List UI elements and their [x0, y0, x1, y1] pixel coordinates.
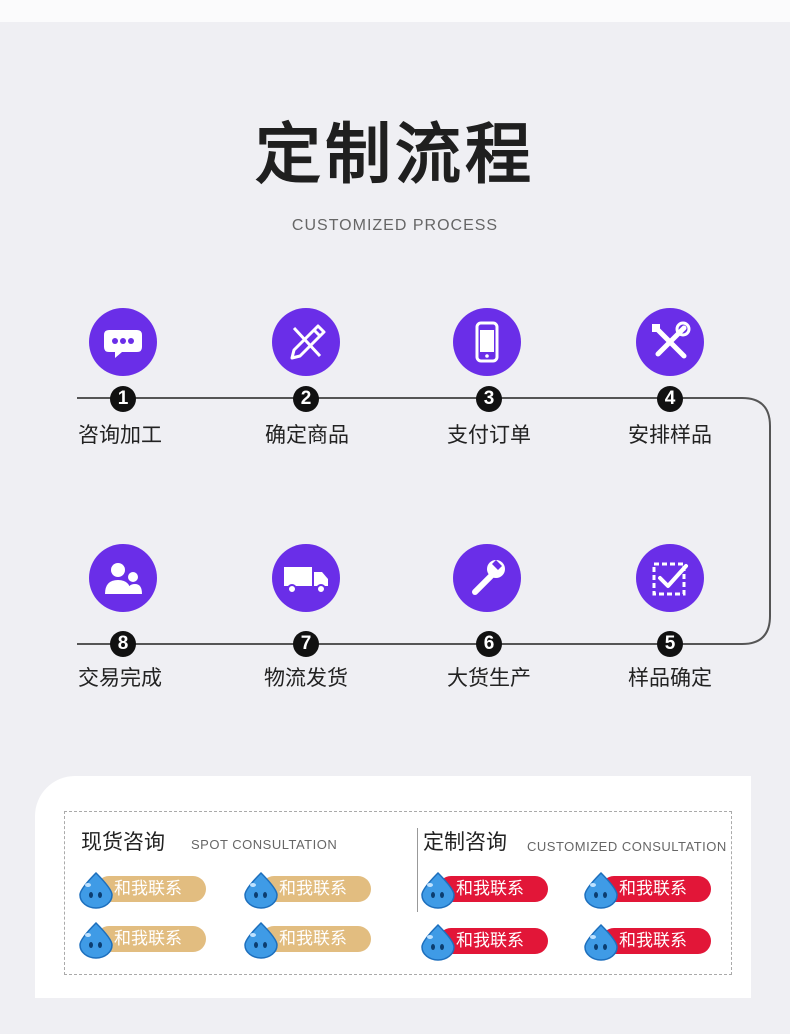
chat-mascot-icon [421, 923, 455, 961]
custom-contact-button[interactable]: 和我联系 [418, 871, 548, 909]
step-label: 大货生产 [447, 666, 531, 690]
contact-label: 和我联系 [261, 926, 371, 952]
truck-icon [272, 544, 340, 612]
checkbox-icon [636, 544, 704, 612]
custom-consultation-subtitle: CUSTOMIZED CONSULTATION [527, 839, 727, 854]
contact-label: 和我联系 [438, 928, 548, 954]
page-subtitle: CUSTOMIZED PROCESS [291, 217, 499, 234]
spot-consultation-title: 现货咨询 [81, 830, 165, 854]
wrench-screwdriver-icon [636, 308, 704, 376]
step-number: 4 [657, 386, 683, 412]
people-icon [89, 544, 157, 612]
wrench-icon [453, 544, 521, 612]
step-number: 2 [293, 386, 319, 412]
step-label: 物流发货 [264, 666, 348, 690]
top-bar [0, 0, 790, 22]
spot-contact-button[interactable]: 和我联系 [76, 921, 206, 959]
contact-label: 和我联系 [96, 926, 206, 952]
section-divider [417, 828, 418, 912]
contact-label: 和我联系 [601, 928, 711, 954]
custom-contact-button[interactable]: 和我联系 [581, 923, 711, 961]
contact-label: 和我联系 [438, 876, 548, 902]
smartphone-icon [453, 308, 521, 376]
chat-bubble-icon [89, 308, 157, 376]
spot-consultation-subtitle: SPOT CONSULTATION [191, 837, 338, 852]
contact-box: 现货咨询 SPOT CONSULTATION 定制咨询 CUSTOMIZED C… [64, 811, 732, 975]
step-number: 6 [476, 631, 502, 657]
step-number: 7 [293, 631, 319, 657]
custom-contact-button[interactable]: 和我联系 [418, 923, 548, 961]
contact-label: 和我联系 [261, 876, 371, 902]
step-label: 支付订单 [447, 423, 531, 447]
step-label: 确定商品 [265, 423, 349, 447]
chat-mascot-icon [79, 921, 113, 959]
step-label: 交易完成 [78, 666, 162, 690]
step-number: 5 [657, 631, 683, 657]
page-title: 定制流程 [255, 116, 535, 193]
chat-mascot-icon [584, 923, 618, 961]
step-number: 8 [110, 631, 136, 657]
contact-label: 和我联系 [601, 876, 711, 902]
custom-contact-button[interactable]: 和我联系 [581, 871, 711, 909]
step-label: 样品确定 [628, 666, 712, 690]
step-label: 咨询加工 [78, 423, 162, 447]
step-number: 3 [476, 386, 502, 412]
chat-mascot-icon [421, 871, 455, 909]
contact-label: 和我联系 [96, 876, 206, 902]
chat-mascot-icon [584, 871, 618, 909]
chat-mascot-icon [244, 871, 278, 909]
chat-mascot-icon [244, 921, 278, 959]
spot-contact-button[interactable]: 和我联系 [241, 921, 371, 959]
pen-ruler-icon [272, 308, 340, 376]
step-label: 安排样品 [628, 423, 712, 447]
custom-consultation-title: 定制咨询 [423, 830, 507, 854]
step-number: 1 [110, 386, 136, 412]
spot-contact-button[interactable]: 和我联系 [241, 871, 371, 909]
spot-contact-button[interactable]: 和我联系 [76, 871, 206, 909]
contact-panel: 现货咨询 SPOT CONSULTATION 定制咨询 CUSTOMIZED C… [35, 776, 751, 998]
chat-mascot-icon [79, 871, 113, 909]
